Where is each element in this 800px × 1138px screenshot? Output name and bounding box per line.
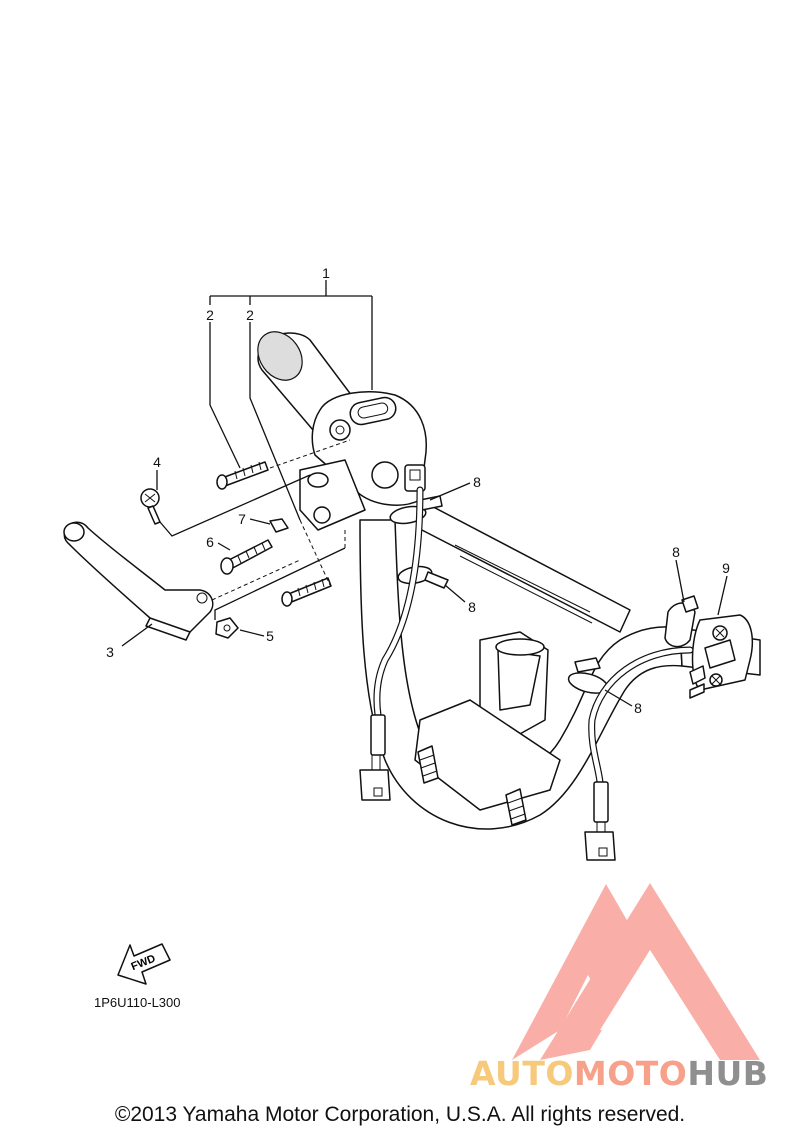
watermark-part-2: MOTO bbox=[573, 1054, 688, 1093]
mount-bolt-right bbox=[505, 788, 527, 826]
pivot-bolt bbox=[220, 539, 273, 575]
callout-6: 6 bbox=[206, 534, 214, 550]
copyright-notice: ©2013 Yamaha Motor Corporation, U.S.A. A… bbox=[114, 1103, 686, 1126]
watermark-logo-icon bbox=[512, 883, 760, 1060]
callout-5: 5 bbox=[266, 628, 274, 644]
watermark-part-1: AUTO bbox=[470, 1054, 574, 1093]
bolt-upper bbox=[216, 461, 269, 490]
callout-8-upper: 8 bbox=[473, 474, 481, 490]
callout-7: 7 bbox=[238, 511, 246, 527]
callout-1: 1 bbox=[322, 265, 330, 281]
wire-band-right-top bbox=[664, 595, 699, 648]
bolt-lower bbox=[281, 577, 332, 607]
callout-3: 3 bbox=[106, 644, 114, 660]
lever-holder bbox=[299, 391, 427, 531]
callout-2-left: 2 bbox=[206, 307, 214, 323]
callout-8-mid: 8 bbox=[468, 599, 476, 615]
callout-2-right: 2 bbox=[246, 307, 254, 323]
wire-band-mid bbox=[397, 565, 449, 589]
callout-9: 9 bbox=[722, 560, 730, 576]
handlebar-switch bbox=[689, 614, 753, 699]
fwd-arrow-icon: FWD bbox=[117, 943, 171, 985]
screw bbox=[140, 488, 161, 525]
brake-lever bbox=[63, 521, 214, 641]
wire-right bbox=[584, 646, 694, 861]
callout-4: 4 bbox=[153, 454, 161, 470]
washer-nut bbox=[269, 518, 289, 533]
diagram-code: 1P6U110-L300 bbox=[94, 995, 181, 1010]
nut bbox=[215, 617, 239, 639]
watermark-text: AUTOMOTOHUB bbox=[470, 1054, 768, 1093]
wire-left bbox=[359, 486, 424, 801]
mount-bolt-left bbox=[417, 745, 439, 784]
callout-8-right-lower: 8 bbox=[634, 700, 642, 716]
leader-lines bbox=[121, 280, 728, 707]
watermark-part-3: HUB bbox=[687, 1054, 769, 1093]
callout-8-right-top: 8 bbox=[672, 544, 680, 560]
